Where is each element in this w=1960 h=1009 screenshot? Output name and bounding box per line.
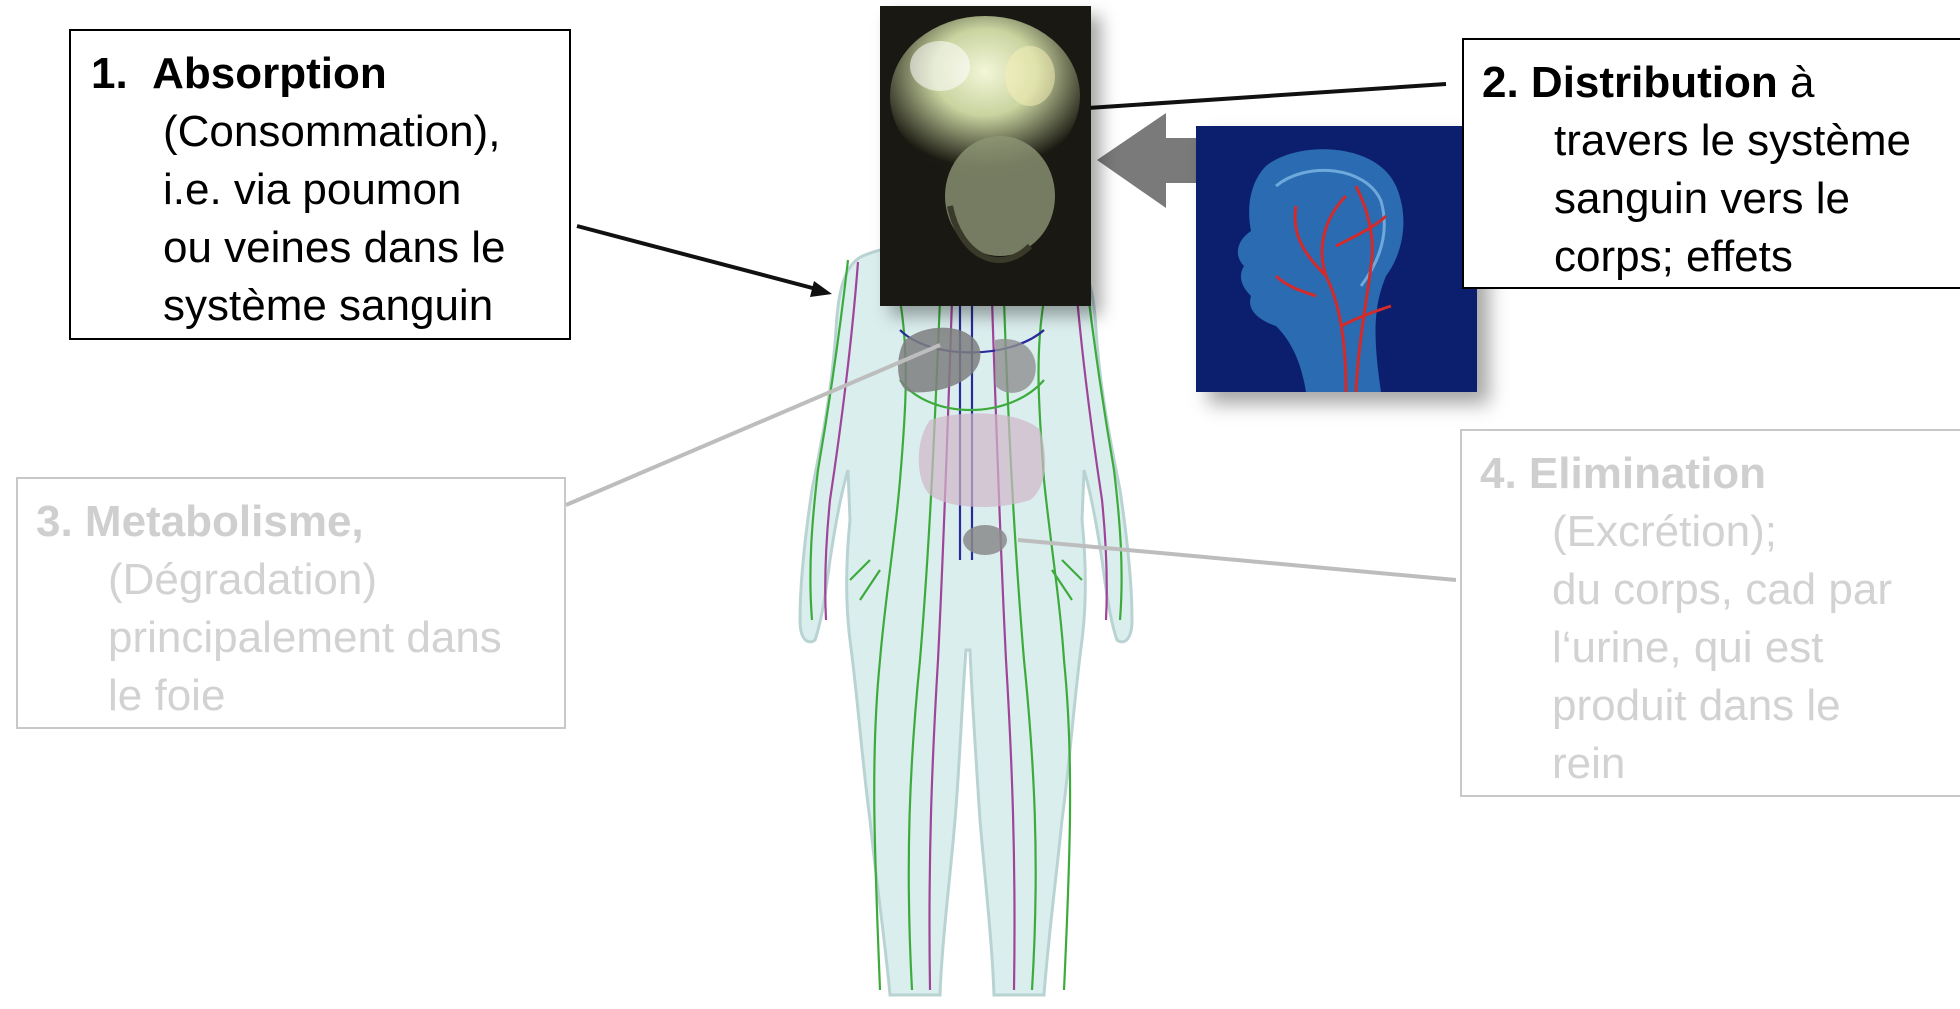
metabolism-title: 3. Metabolisme, — [36, 493, 564, 551]
brain-scan-photo — [880, 6, 1091, 306]
distribution-heading: 2. Distribution à — [1482, 54, 1960, 112]
absorption-number: 1. — [91, 49, 128, 98]
bladder-shape — [963, 525, 1007, 555]
elimination-line-1: (Excrétion); — [1480, 503, 1960, 561]
distribution-line-2: sanguin vers le — [1482, 170, 1960, 228]
distribution-box: 2. Distribution à travers le système san… — [1462, 38, 1960, 289]
distribution-title-suffix: à — [1778, 58, 1815, 107]
absorption-title: Absorption — [152, 49, 387, 98]
absorption-line-3: ou veines dans le — [91, 219, 569, 277]
distribution-line-3: corps; effets — [1482, 228, 1960, 286]
elimination-line-3: l‘urine, qui est — [1480, 619, 1960, 677]
metabolism-box: 3. Metabolisme, (Dégradation) principale… — [16, 477, 566, 729]
metabolism-line-1: (Dégradation) — [36, 551, 564, 609]
elimination-box: 4. Elimination (Excrétion); du corps, ca… — [1460, 429, 1960, 797]
distribution-arrow — [1097, 113, 1200, 208]
elimination-title: 4. Elimination — [1480, 445, 1960, 503]
distribution-title: 2. Distribution — [1482, 58, 1778, 107]
absorption-line-4: système sanguin — [91, 277, 569, 335]
absorption-line-2: i.e. via poumon — [91, 161, 569, 219]
absorption-heading: 1. Absorption — [91, 45, 569, 103]
intestine-shape — [919, 413, 1045, 507]
elimination-line-5: rein — [1480, 735, 1960, 793]
absorption-line-1: (Consommation), — [91, 103, 569, 161]
distribution-line-1: travers le système — [1482, 112, 1960, 170]
absorption-box: 1. Absorption (Consommation), i.e. via p… — [69, 29, 571, 340]
elimination-line-2: du corps, cad par — [1480, 561, 1960, 619]
elimination-line-4: produit dans le — [1480, 677, 1960, 735]
metabolism-line-3: le foie — [36, 667, 564, 725]
metabolism-line-2: principalement dans — [36, 609, 564, 667]
head-arteries-photo — [1196, 126, 1477, 392]
